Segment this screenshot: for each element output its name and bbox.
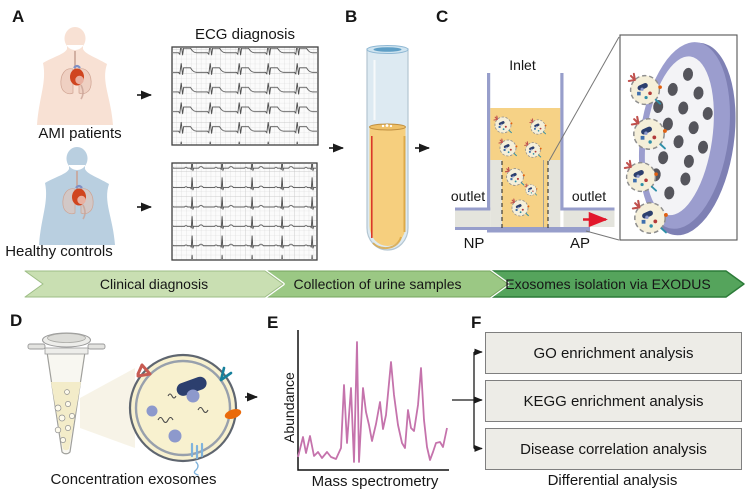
pelleted-exosomes xyxy=(54,389,75,443)
panel-letter-b: B xyxy=(345,7,358,26)
exosome-detail xyxy=(128,353,242,476)
go-analysis-box: GO enrichment analysis xyxy=(485,332,742,374)
exodus-device xyxy=(455,73,615,233)
disease-analysis-label: Disease correlation analysis xyxy=(520,440,707,458)
analysis-branch-connector xyxy=(452,348,483,452)
ecg-title: ECG diagnosis xyxy=(194,26,296,43)
inlet-label: Inlet xyxy=(509,57,536,73)
panel-letter-f: F xyxy=(471,313,482,332)
panel-letter-e: E xyxy=(267,313,279,332)
receptor-orange xyxy=(224,408,242,420)
concentration-tube xyxy=(27,332,135,455)
ami-figure xyxy=(37,27,113,125)
ami-caption: AMI patients xyxy=(38,125,122,142)
np-label: NP xyxy=(463,235,485,252)
panel-letter-c: C xyxy=(436,7,449,26)
concentration-caption: Concentration exosomes xyxy=(50,471,217,488)
process-banner xyxy=(23,269,746,299)
flow-arrows xyxy=(137,90,431,402)
x-axis-label: Mass spectrometry xyxy=(311,473,439,490)
channel-protein xyxy=(190,442,204,476)
membrane-disc xyxy=(638,42,736,236)
membrane-pores xyxy=(648,67,713,200)
panel-letter-d: D xyxy=(10,311,23,330)
outlet-right-label: outlet xyxy=(571,188,607,204)
spectrum-trace xyxy=(297,341,448,463)
ecg-panel-healthy xyxy=(171,162,318,261)
membrane-zoom-box xyxy=(548,34,738,241)
chart-axes xyxy=(297,330,449,471)
ecg-panel-ami xyxy=(171,46,319,146)
banner-step-1-label: Clinical diagnosis xyxy=(99,276,209,292)
go-analysis-label: GO enrichment analysis xyxy=(533,344,694,362)
kegg-analysis-box: KEGG enrichment analysis xyxy=(485,380,742,422)
healthy-caption: Healthy controls xyxy=(5,243,113,260)
receptor-teal xyxy=(219,366,233,382)
outlet-left-label: outlet xyxy=(450,188,486,204)
receptor-red xyxy=(136,363,152,378)
banner-step-2-label: Collection of urine samples xyxy=(293,276,462,292)
kegg-analysis-label: KEGG enrichment analysis xyxy=(523,392,704,410)
disease-analysis-box: Disease correlation analysis xyxy=(485,428,742,470)
ap-label: AP xyxy=(569,235,590,252)
differential-caption: Differential analysis xyxy=(547,472,678,489)
banner-step-1 xyxy=(24,270,284,298)
y-axis-label: Abundance xyxy=(281,372,297,443)
banner-step-3-label: Exosomes isolation via EXODUS xyxy=(505,276,711,292)
mass-spec-chart xyxy=(297,330,449,471)
healthy-figure xyxy=(39,147,115,245)
urine-tube xyxy=(366,45,409,251)
panel-letter-a: A xyxy=(12,7,25,26)
